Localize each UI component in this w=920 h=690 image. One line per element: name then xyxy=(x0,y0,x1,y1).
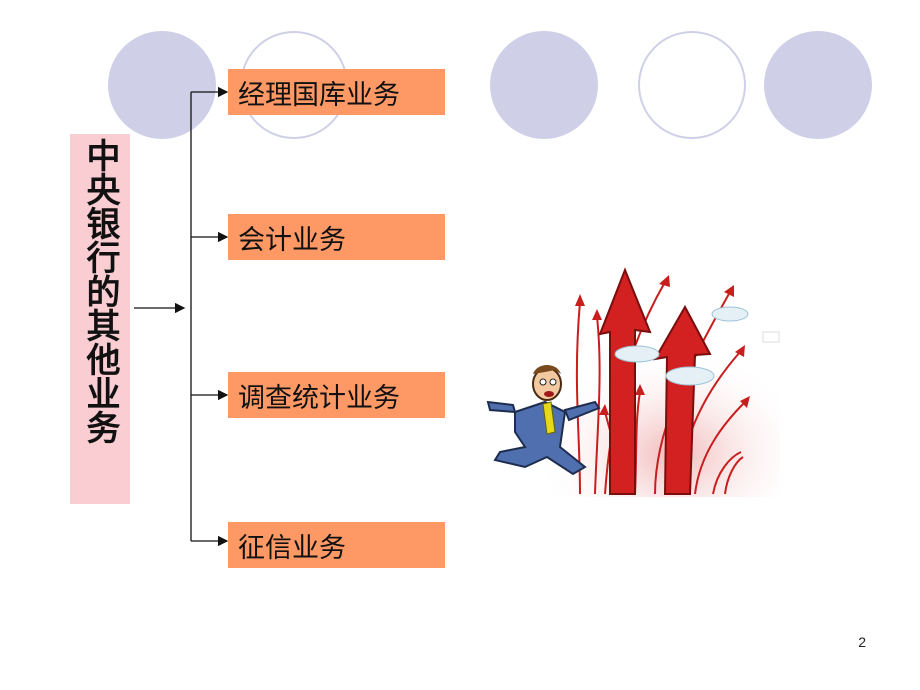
branch-label: 调查统计业务 xyxy=(238,382,400,414)
running-businessman xyxy=(486,365,601,476)
decor-circle-5 xyxy=(764,31,872,139)
businessman-arrows-illustration xyxy=(486,267,780,497)
big-arrow-left xyxy=(598,267,652,495)
watermark-stamp xyxy=(762,331,780,343)
clouds xyxy=(614,306,749,386)
decor-circle-3 xyxy=(490,31,598,139)
main-topic-box: 中央银行的其他业务 xyxy=(70,134,130,504)
branch-box-statistics: 调查统计业务 xyxy=(228,372,445,418)
page-number: 2 xyxy=(858,634,866,650)
big-arrow-right xyxy=(653,304,712,495)
branch-label: 会计业务 xyxy=(238,224,346,256)
main-topic-label: 中央银行的其他业务 xyxy=(80,138,120,444)
decor-circle-1 xyxy=(108,31,216,139)
branch-box-accounting: 会计业务 xyxy=(228,214,445,260)
branch-label: 征信业务 xyxy=(238,532,346,564)
decor-circle-4 xyxy=(638,31,746,139)
thin-arrowheads xyxy=(575,275,750,415)
branch-box-treasury: 经理国库业务 xyxy=(228,69,445,115)
branch-label: 经理国库业务 xyxy=(238,79,400,111)
branch-box-credit-reference: 征信业务 xyxy=(228,522,445,568)
